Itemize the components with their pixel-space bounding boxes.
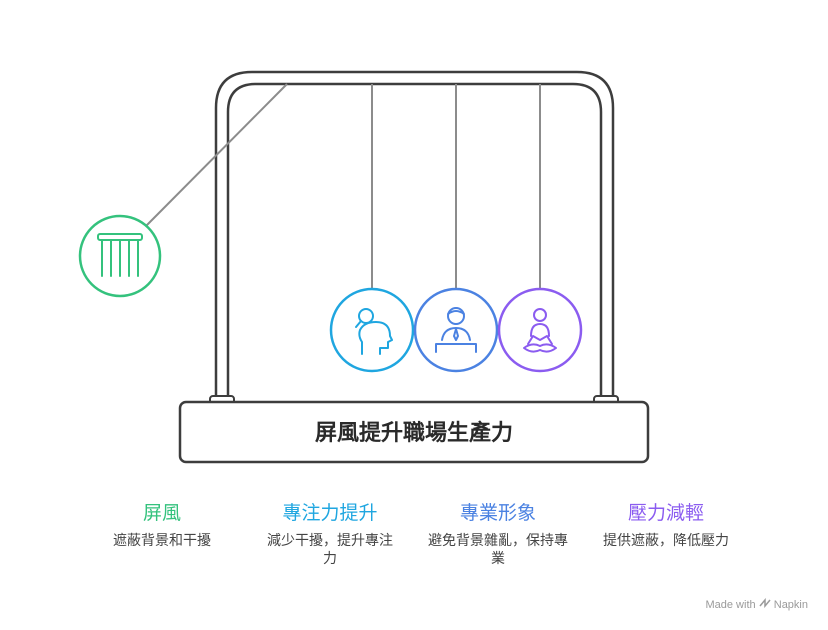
item-professional-title: 專業形象 [459, 502, 536, 524]
item-screen-desc: 遮蔽背景和干擾 [113, 533, 211, 549]
item-stress-title: 壓力減輕 [627, 502, 704, 524]
cradle-base [178, 400, 650, 464]
napkin-logo-icon [759, 597, 771, 611]
folding-screen-icon [97, 233, 143, 277]
diagram-title: 屏風提升職場生產力 [315, 420, 513, 446]
cradle-frame-inner [226, 82, 603, 400]
cradle-frame-outer [214, 70, 615, 400]
meditating-person-icon [523, 308, 557, 353]
item-stress-desc: 提供遮蔽，降低壓力 [603, 533, 729, 549]
ball-cyan [329, 287, 415, 373]
ball-purple [497, 287, 583, 373]
item-screen-title: 屏風 [142, 502, 181, 524]
item-focus-desc: 減少干擾，提升專注力 [267, 533, 393, 567]
professional-person-icon [435, 307, 477, 353]
footer-brand: Napkin [773, 598, 808, 611]
made-with-napkin: Made with Napkin [705, 597, 808, 611]
item-professional-desc: 避免背景雜亂，保持專業 [428, 533, 568, 567]
string-green [145, 83, 288, 227]
item-focus-title: 專注力提升 [282, 502, 378, 524]
focused-head-icon [355, 308, 393, 355]
footer-label: Made with [705, 598, 756, 611]
